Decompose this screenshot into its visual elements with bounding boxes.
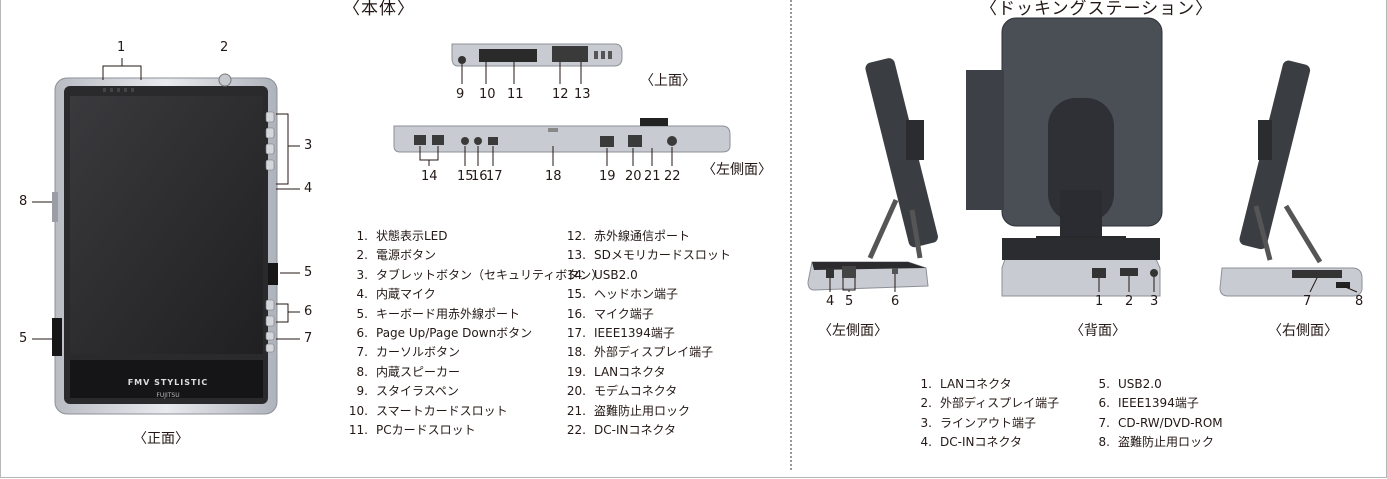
callout-10: 10 [479,87,496,102]
legend-item: 16.マイク端子 [566,306,654,321]
dock-callout-5: 5 [845,294,854,309]
legend-item: 15.ヘッドホン端子 [566,287,679,302]
callout-21: 21 [644,169,661,184]
legend-item: 9.スタイラスペン [356,384,459,399]
dock-left-view [807,58,938,291]
legend-item: 13.SDメモリカードスロット [566,248,731,263]
callout-13: 13 [574,87,591,102]
callout-12: 12 [552,87,569,102]
docking-station-title: 〈ドッキングステーション〉 [980,0,1214,19]
callout-5-left: 5 [19,331,28,346]
main-unit-title: 〈本体〉 [343,0,415,19]
caption-dock-back: 〈背面〉 [1070,323,1126,339]
main-legend-left: 1.状態表示LED 2.電源ボタン 3.タブレットボタン（セキュリティボタン） … [342,227,603,440]
dock-callout-7: 7 [1303,294,1312,309]
callout-15: 15 [457,169,474,184]
legend-item: 4.DC-INコネクタ [920,435,1022,450]
callout-7: 7 [304,331,313,346]
caption-front: 〈正面〉 [133,431,189,447]
docking-station-illustration [807,17,1363,297]
callout-5-right: 5 [304,265,313,280]
legend-item: 6.IEEE1394端子 [1098,396,1199,411]
legend-item: 7.カーソルボタン [356,345,461,360]
legend-item: 14.USB2.0 [566,267,638,282]
legend-item: 3.タブレットボタン（セキュリティボタン） [356,267,604,282]
dock-right-view [1219,60,1363,297]
legend-item: 7.CD-RW/DVD-ROM [1098,415,1223,430]
legend-item: 2.電源ボタン [356,248,437,263]
model-name-logo: FMV STYLISTIC [127,378,209,387]
legend-item: 11.PCカードスロット [348,422,476,437]
legend-item: 6.Page Up/Page Downボタン [356,325,533,340]
legend-item: 18.外部ディスプレイ端子 [566,345,714,360]
dock-callout-3: 3 [1150,294,1159,309]
callout-3: 3 [304,138,313,153]
callout-20: 20 [625,169,642,184]
callout-22: 22 [664,169,681,184]
tablet-front-illustration [32,58,300,415]
legend-item: 8.内蔵スピーカー [356,364,461,379]
legend-item: 10.スマートカードスロット [348,403,508,418]
dock-callout-1: 1 [1095,294,1104,309]
caption-dock-left: 〈左側面〉 [818,323,888,339]
callout-9: 9 [456,87,465,102]
callout-4: 4 [304,181,313,196]
legend-item: 2.外部ディスプレイ端子 [920,396,1060,411]
legend-item: 3.ラインアウト端子 [920,415,1037,430]
callout-14: 14 [421,169,438,184]
main-legend-right: 12.赤外線通信ポート 13.SDメモリカードスロット 14.USB2.0 15… [560,227,731,440]
legend-item: 17.IEEE1394端子 [566,325,675,340]
section-divider [790,0,792,470]
caption-dock-right: 〈右側面〉 [1268,323,1338,339]
legend-item: 8.盗難防止用ロック [1098,435,1215,450]
maker-logo: FUJITSU [156,392,180,399]
legend-item: 4.内蔵マイク [356,287,436,302]
legend-item: 20.モデムコネクタ [566,384,678,399]
legend-item: 1.LANコネクタ [920,377,1012,391]
dock-legend-left: 1.LANコネクタ 2.外部ディスプレイ端子 3.ラインアウト端子 4.DC-I… [916,375,1060,453]
legend-item: 12.赤外線通信ポート [566,229,691,243]
dock-callout-6: 6 [891,294,900,309]
tablet-top-illustration [393,43,731,166]
callout-19: 19 [599,169,616,184]
legend-item: 5.キーボード用赤外線ポート [356,306,521,321]
callout-11: 11 [507,87,524,102]
legend-item: 19.LANコネクタ [566,364,666,379]
dock-legend-right: 5.USB2.0 6.IEEE1394端子 7.CD-RW/DVD-ROM 8.… [1094,375,1223,453]
callout-17: 17 [486,169,503,184]
caption-top: 〈上面〉 [640,73,696,89]
legend-item: 22.DC-INコネクタ [566,422,676,437]
dock-callout-4: 4 [826,294,835,309]
callout-6: 6 [304,304,313,319]
dock-back-view [966,17,1163,297]
legend-item: 5.USB2.0 [1098,377,1162,391]
legend-item: 21.盗難防止用ロック [566,403,691,418]
callout-2: 2 [220,40,229,55]
callout-16: 16 [471,169,488,184]
callout-18: 18 [545,169,562,184]
callout-8: 8 [19,194,28,209]
callout-1: 1 [117,40,126,55]
dock-callout-2: 2 [1125,294,1134,309]
dock-callout-8: 8 [1355,294,1364,309]
legend-item: 1.状態表示LED [356,229,448,243]
caption-left-side: 〈左側面〉 [702,162,772,178]
